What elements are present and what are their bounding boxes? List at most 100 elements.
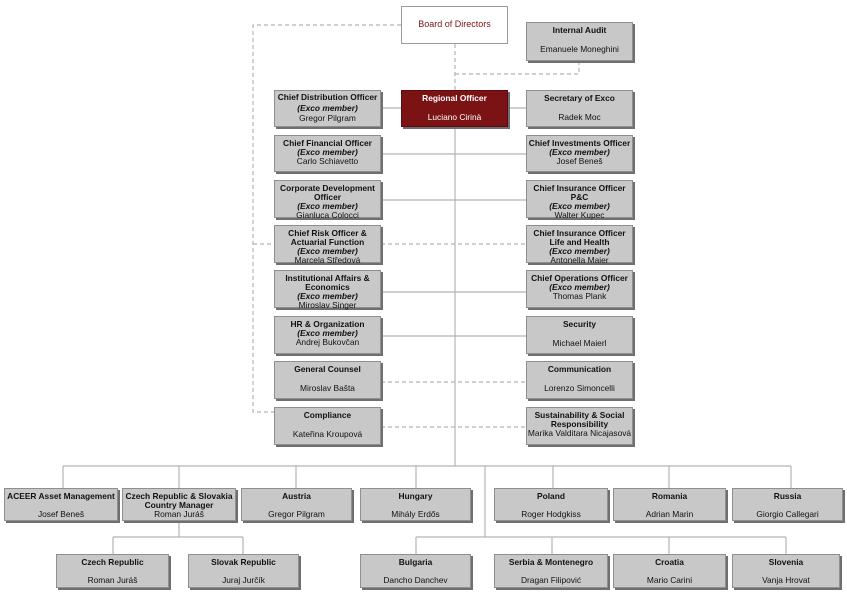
sub-country-box: Serbia & Montenegro Dragan Filipović xyxy=(494,554,608,588)
sub-country-box: Slovenia Vanja Hrovat xyxy=(732,554,840,588)
right-unit-name: Michael Maierl xyxy=(552,338,607,348)
left-unit-title: HR & Organization xyxy=(290,319,365,329)
left-unit-name: Kateřina Kroupová xyxy=(292,429,363,439)
country-box: Russia Giorgio Callegari xyxy=(732,488,843,521)
left-unit-title: Compliance xyxy=(303,410,352,420)
right-unit-exco: (Exco member) xyxy=(549,246,610,256)
left-unit-box: HR & Organization (Exco member) Andrej B… xyxy=(274,316,381,354)
right-unit-name: Marika Valditara Nicajasová xyxy=(527,428,632,438)
right-unit-title: Secretary of Exco xyxy=(544,93,615,103)
right-unit-title: Chief Insurance Officer Life and Health xyxy=(533,228,626,247)
left-unit-title: Chief Financial Officer xyxy=(283,138,372,148)
sub-country-title: Serbia & Montenegro xyxy=(508,557,594,567)
country-title: Poland xyxy=(537,491,565,501)
internal-audit-box: Internal Audit Emanuele Moneghini xyxy=(526,22,633,61)
sub-country-title: Slovenia xyxy=(768,557,804,567)
left-unit-exco: (Exco member) xyxy=(297,328,358,338)
regional-officer-name: Luciano Cirinà xyxy=(427,112,482,122)
country-title: Czech Republic & Slovakia Country Manage… xyxy=(125,491,233,510)
sub-country-box: Czech Republic Roman Juráš xyxy=(56,554,169,588)
country-title: Russia xyxy=(773,491,802,501)
country-title: Hungary xyxy=(398,491,433,501)
left-unit-title: General Counsel xyxy=(294,364,361,374)
left-unit-name: Andrej Bukovčan xyxy=(295,337,360,347)
sub-country-box: Croatia Mario Carini xyxy=(613,554,726,588)
sub-country-title: Slovak Republic xyxy=(211,557,276,567)
left-unit-box: Chief Distribution Officer (Exco member)… xyxy=(274,90,381,127)
left-unit-exco: (Exco member) xyxy=(297,246,358,256)
left-unit-title: Chief Risk Officer & Actuarial Function xyxy=(288,228,367,247)
sub-country-box: Slovak Republic Juraj Jurčík xyxy=(188,554,299,588)
right-unit-name: Josef Beneš xyxy=(556,156,603,166)
country-box: Poland Roger Hodgkiss xyxy=(494,488,608,521)
right-unit-name: Radek Moc xyxy=(558,112,601,122)
left-unit-name: Miroslav Bašta xyxy=(300,383,355,393)
left-unit-box: Chief Financial Officer (Exco member) Ca… xyxy=(274,135,381,172)
country-title: Romania xyxy=(651,491,688,501)
left-unit-exco: (Exco member) xyxy=(297,201,358,211)
right-unit-title: Chief Insurance Officer P&C xyxy=(533,183,626,202)
right-unit-title: Chief Investments Officer xyxy=(528,138,631,148)
country-title: ACEER Asset Management xyxy=(7,491,115,501)
left-unit-title: Chief Distribution Officer xyxy=(277,92,378,102)
country-box: Hungary Mihály Erdős xyxy=(360,488,471,521)
regional-officer-box: Regional Officer Luciano Cirinà xyxy=(401,90,508,127)
internal-audit-title: Internal Audit xyxy=(552,25,607,35)
right-unit-box: Chief Operations Officer (Exco member) T… xyxy=(526,270,633,308)
country-name: Mihály Erdős xyxy=(391,509,440,519)
sub-country-title: Croatia xyxy=(655,557,684,567)
right-unit-name: Thomas Plank xyxy=(552,291,607,301)
right-unit-title: Communication xyxy=(547,364,612,374)
right-unit-name: Lorenzo Simoncelli xyxy=(544,383,615,393)
sub-country-name: Dancho Danchev xyxy=(383,575,448,585)
left-unit-exco: (Exco member) xyxy=(297,291,358,301)
right-unit-name: Walter Kupec xyxy=(554,210,605,220)
right-unit-title: Chief Operations Officer xyxy=(531,273,628,283)
right-unit-exco: (Exco member) xyxy=(549,282,610,292)
sub-country-title: Czech Republic xyxy=(81,557,144,567)
left-unit-box: Corporate Development Officer (Exco memb… xyxy=(274,180,381,220)
sub-country-name: Mario Carini xyxy=(646,575,693,585)
sub-country-title: Bulgaria xyxy=(398,557,433,567)
left-unit-box: Compliance Kateřina Kroupová xyxy=(274,407,381,445)
right-unit-name: Antonella Maier xyxy=(550,255,609,265)
right-unit-box: Communication Lorenzo Simoncelli xyxy=(526,361,633,399)
sub-country-name: Vanja Hrovat xyxy=(762,575,810,585)
right-unit-title: Sustainability & Social Responsibility xyxy=(534,410,625,429)
country-name: Josef Beneš xyxy=(37,509,85,519)
left-unit-name: Carlo Schiavetto xyxy=(296,156,359,166)
sub-country-box: Bulgaria Dancho Danchev xyxy=(360,554,471,588)
board-title: Board of Directors xyxy=(418,19,491,29)
right-unit-box: Sustainability & Social Responsibility M… xyxy=(526,407,633,445)
right-unit-box: Security Michael Maierl xyxy=(526,316,633,354)
country-box: Czech Republic & Slovakia Country Manage… xyxy=(122,488,236,521)
right-unit-exco: (Exco member) xyxy=(549,201,610,211)
regional-officer-title: Regional Officer xyxy=(422,93,487,103)
country-box: Austria Gregor Pilgram xyxy=(241,488,352,521)
right-unit-exco: (Exco member) xyxy=(549,147,610,157)
right-unit-box: Secretary of Exco Radek Moc xyxy=(526,90,633,127)
left-unit-name: Gregor Pilgram xyxy=(299,113,356,123)
left-unit-title: Corporate Development Officer xyxy=(280,183,375,202)
right-unit-box: Chief Insurance Officer Life and Health … xyxy=(526,225,633,265)
left-unit-box: Institutional Affairs & Economics (Exco … xyxy=(274,270,381,310)
internal-audit-name: Emanuele Moneghini xyxy=(540,44,619,54)
country-name: Adrian Marin xyxy=(645,509,694,519)
sub-country-name: Roman Juráš xyxy=(87,575,138,585)
board-of-directors-box: Board of Directors xyxy=(401,6,508,44)
left-unit-name: Gianluca Colocci xyxy=(296,210,359,220)
left-unit-title: Institutional Affairs & Economics xyxy=(285,273,370,292)
left-unit-name: Miroslav Singer xyxy=(298,300,357,310)
right-unit-box: Chief Investments Officer (Exco member) … xyxy=(526,135,633,172)
country-title: Austria xyxy=(282,491,311,501)
left-unit-box: General Counsel Miroslav Bašta xyxy=(274,361,381,399)
country-box: ACEER Asset Management Josef Beneš xyxy=(4,488,118,521)
country-box: Romania Adrian Marin xyxy=(613,488,726,521)
right-unit-title: Security xyxy=(562,319,597,329)
country-name: Giorgio Callegari xyxy=(756,509,819,519)
left-unit-exco: (Exco member) xyxy=(297,147,358,157)
country-name: Roger Hodgkiss xyxy=(521,509,581,519)
country-name: Roman Juráš xyxy=(154,509,204,519)
left-unit-name: Marcela Středová xyxy=(294,255,361,265)
